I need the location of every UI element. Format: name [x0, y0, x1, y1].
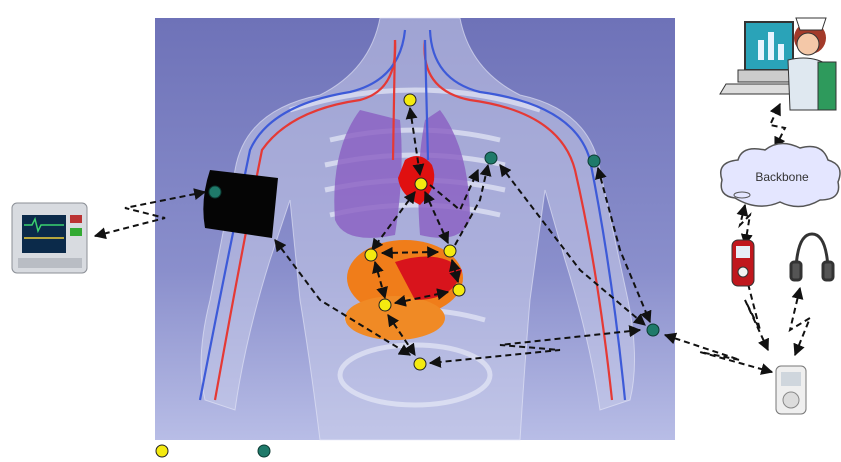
backbone-label: Backbone — [755, 170, 809, 184]
teal-sensor-node — [209, 186, 221, 198]
yellow-sensor-node — [453, 284, 465, 296]
teal-sensor-node-icon — [258, 445, 270, 457]
patient-monitor-icon — [12, 203, 87, 273]
teal-sensor-node — [485, 152, 497, 164]
yellow-sensor-node-icon — [156, 445, 168, 457]
teal-sensor-node — [588, 155, 600, 167]
nurse-at-computer-icon — [720, 18, 836, 110]
backbone-cloud-icon: Backbone — [721, 143, 840, 206]
yellow-sensor-node — [379, 299, 391, 311]
yellow-sensor-node — [404, 94, 416, 106]
ipod-device-icon — [776, 366, 806, 414]
yellow-sensor-node — [415, 178, 427, 190]
legend — [156, 445, 270, 457]
yellow-sensor-node — [414, 358, 426, 370]
teal-sensor-node — [647, 324, 659, 336]
yellow-sensor-node — [444, 245, 456, 257]
blood-pressure-cuff-icon — [203, 170, 278, 238]
headphones-icon — [791, 234, 833, 280]
yellow-sensor-node — [365, 249, 377, 261]
mobile-phone-icon — [732, 240, 754, 286]
